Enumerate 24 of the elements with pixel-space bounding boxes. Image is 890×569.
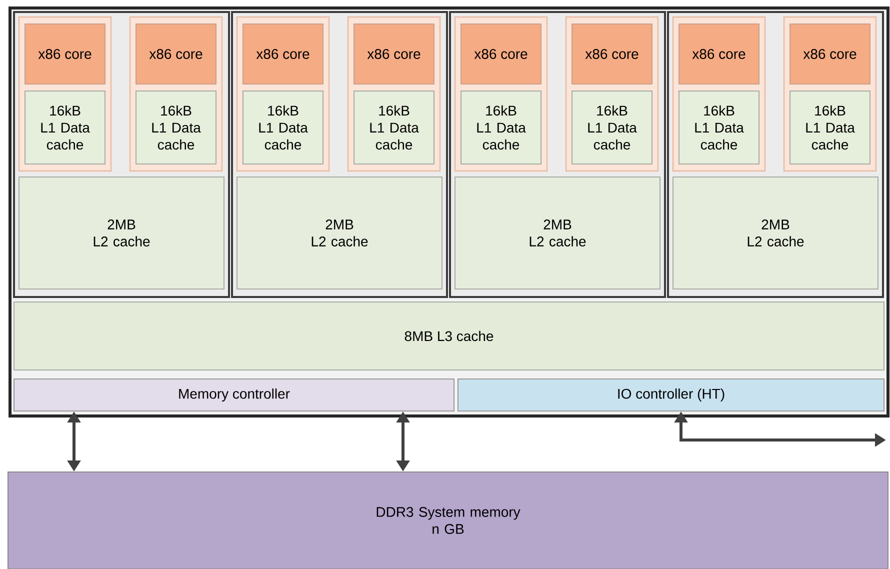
cache-box: 16kB L1 Data cache — [460, 90, 542, 164]
memory-box: DDR3 System memory n GB — [8, 472, 888, 569]
core-box: x86 core — [354, 24, 434, 84]
cache-box: 16kB L1 Data cache — [24, 90, 106, 164]
core-box: x86 core — [790, 24, 870, 84]
cache-box: 16kB L1 Data cache — [790, 90, 870, 164]
cache-box: 16kB L1 Data cache — [572, 90, 652, 164]
cache-box: 2MB L2 cache — [18, 176, 224, 290]
cache-box: 8MB L3 cache — [14, 302, 884, 370]
core-box: x86 core — [678, 24, 760, 84]
cache-box: 16kB L1 Data cache — [242, 90, 324, 164]
cache-box: 16kB L1 Data cache — [678, 90, 760, 164]
controller-box: IO controller (HT) — [458, 378, 884, 412]
cache-box: 2MB L2 cache — [236, 176, 442, 290]
core-box: x86 core — [460, 24, 542, 84]
core-box: x86 core — [572, 24, 652, 84]
core-box: x86 core — [242, 24, 324, 84]
controller-box: Memory controller — [14, 378, 454, 412]
cache-box: 2MB L2 cache — [672, 176, 878, 290]
cache-box: 16kB L1 Data cache — [354, 90, 434, 164]
cache-box: 2MB L2 cache — [454, 176, 660, 290]
core-box: x86 core — [24, 24, 106, 84]
core-box: x86 core — [136, 24, 216, 84]
cache-box: 16kB L1 Data cache — [136, 90, 216, 164]
